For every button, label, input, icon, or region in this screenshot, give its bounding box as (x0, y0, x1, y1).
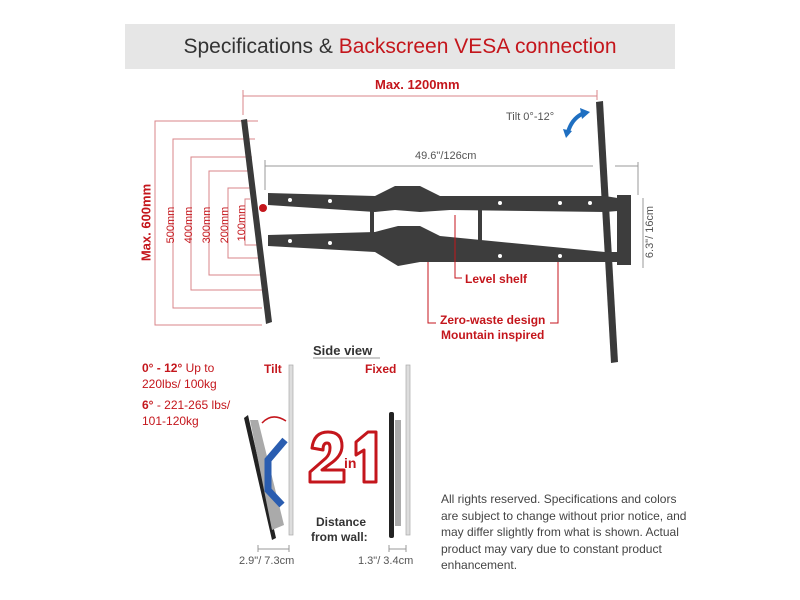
tilt-spec-2-weight: 101-120kg (142, 414, 199, 428)
swing-arms (268, 186, 631, 266)
tilt-spec-2: 6° - 221-265 lbs/ (142, 398, 230, 412)
logo-digit-two (308, 430, 346, 484)
mountain-inspired-label: Mountain inspired (441, 328, 545, 342)
zero-waste-label: Zero-waste design (440, 313, 546, 327)
max-width-label: Max. 1200mm (375, 77, 460, 92)
arm-cutouts (288, 198, 592, 258)
disclaimer-text: All rights reserved. Specifications and … (441, 492, 687, 572)
vesa-100-label: 100mm (236, 204, 248, 242)
tilt-spec-1-range: 0° - 12° (142, 361, 183, 375)
vesa-300-label: 300mm (201, 206, 213, 244)
arm-dimension-lines (264, 160, 644, 268)
fixed-tv-panel (389, 412, 394, 538)
two-in-one-logo (308, 430, 378, 484)
logo-digit-one (354, 430, 378, 484)
tilt-range-label: Tilt 0°-12° (506, 111, 555, 123)
depth-label: 6.3"/ 16cm (644, 205, 656, 259)
distance-label-1: Distance (316, 515, 367, 529)
title-part1: Specifications & (183, 34, 339, 58)
vesa-200-label: 200mm (219, 206, 231, 244)
tilt-bracket (264, 437, 288, 508)
max-height-label: Max. 600mm (138, 183, 154, 262)
level-shelf-label: Level shelf (465, 272, 528, 286)
side-view-title: Side view (313, 343, 373, 358)
title-part2: Backscreen VESA connection (338, 34, 617, 58)
tilt-distance-value: 2.9"/ 7.3cm (239, 555, 295, 567)
tilt-spec-2-text: - 221-265 lbs/ (153, 398, 231, 412)
tilt-spec-1-weight: 220lbs/ 100kg (142, 377, 217, 391)
fixed-distance-value: 1.3"/ 3.4cm (358, 555, 414, 567)
distance-label-2: from wall: (311, 530, 368, 544)
tilt-spec-1: 0° - 12° Up to (142, 361, 214, 375)
wall-hatch (288, 364, 411, 536)
logo-in: in (344, 455, 356, 471)
vesa-400-label: 400mm (183, 206, 195, 244)
tilt-spec-1-text: Up to (182, 361, 215, 375)
tilt-motion-arrow-icon (261, 416, 287, 424)
callout-lines (427, 215, 559, 324)
arm-width-label: 49.6"/126cm (415, 150, 477, 162)
pivot-knob (259, 204, 267, 212)
vesa-dimension-lines (154, 90, 598, 326)
tilt-spec-2-range: 6° (142, 398, 154, 412)
right-vertical-rail (596, 101, 618, 363)
vesa-500-label: 500mm (165, 206, 177, 244)
fixed-label: Fixed (365, 362, 397, 376)
title-banner: Specifications & Backscreen VESA connect… (125, 24, 675, 69)
tilt-label: Tilt (264, 362, 282, 376)
left-vertical-rail (241, 119, 272, 324)
